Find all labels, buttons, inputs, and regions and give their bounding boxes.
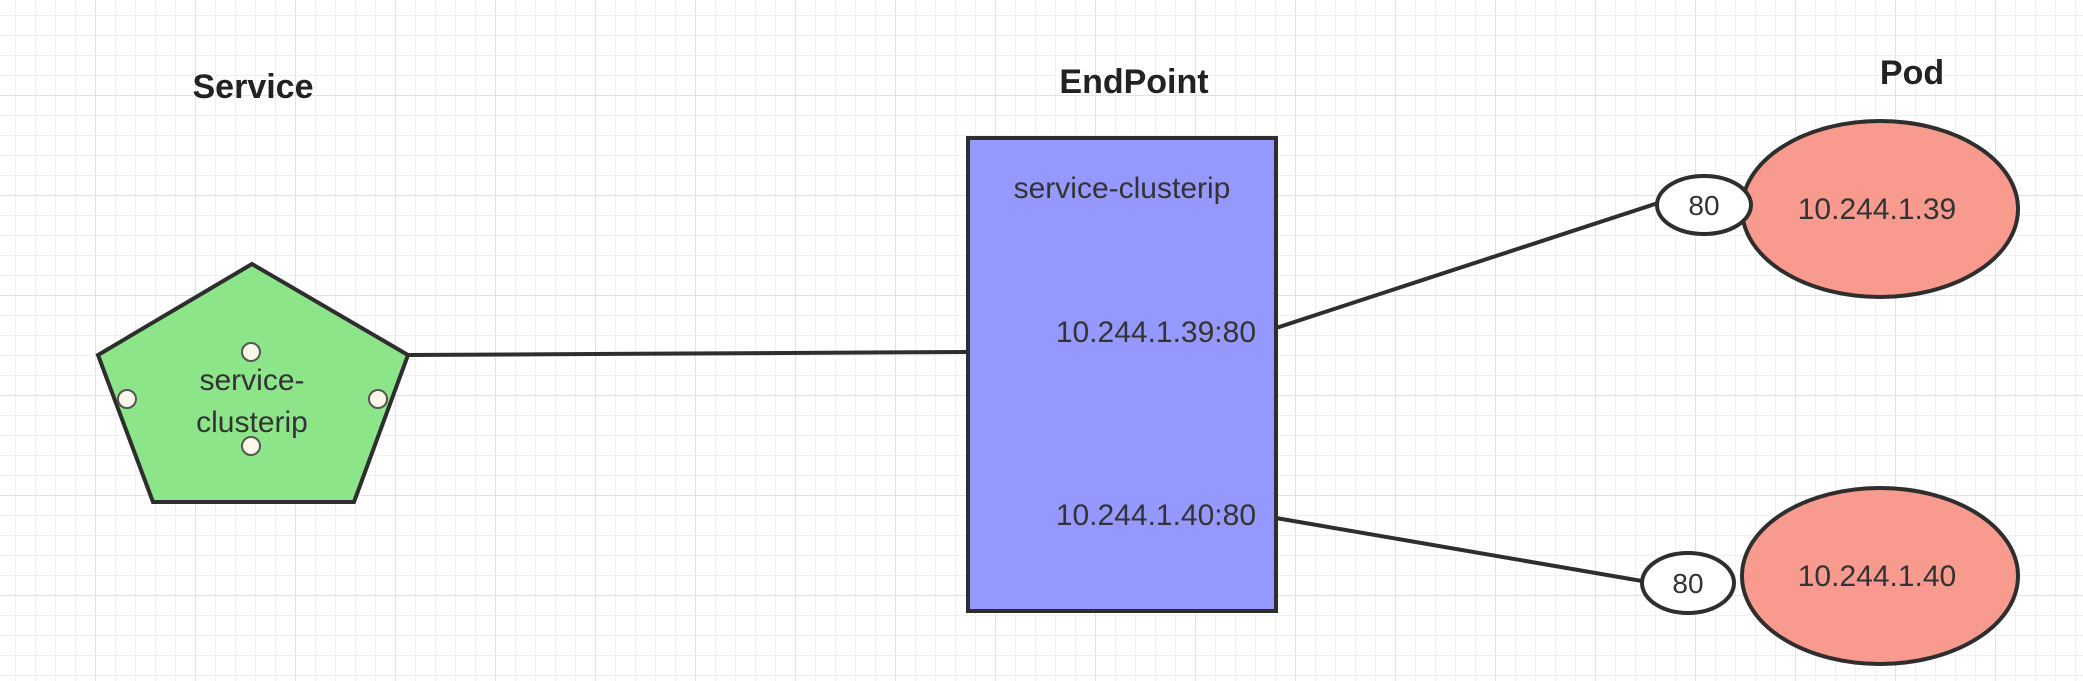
endpoint-entry-1: 10.244.1.39:80 bbox=[1056, 316, 1256, 349]
endpoint-title: service-clusterip bbox=[1014, 172, 1231, 205]
heading-endpoint: EndPoint bbox=[1059, 63, 1208, 101]
pod-port-1[interactable] bbox=[1655, 174, 1753, 236]
pod-ip-1: 10.244.1.39 bbox=[1798, 193, 1956, 226]
service-label-line2: clusterip bbox=[196, 406, 308, 439]
pod-ellipse-2 bbox=[1740, 486, 2020, 666]
pod-node-2[interactable]: 10.244.1.40 80 bbox=[1640, 486, 2020, 666]
pod-port-label-1: 80 bbox=[1688, 190, 1719, 221]
connection-handle-left[interactable] bbox=[117, 389, 137, 409]
pod-node-1[interactable]: 10.244.1.39 80 bbox=[1655, 119, 2020, 299]
connector-service-endpoint bbox=[407, 350, 969, 357]
service-label-line1: service- bbox=[199, 364, 304, 397]
pod-port-label-2: 80 bbox=[1672, 568, 1703, 599]
pod-ip-2: 10.244.1.40 bbox=[1798, 560, 1956, 593]
pentagon-shape bbox=[95, 261, 411, 504]
heading-service: Service bbox=[193, 68, 314, 106]
connector-endpoint-pod-1 bbox=[1275, 201, 1659, 330]
connection-handle-right[interactable] bbox=[368, 389, 388, 409]
connection-handle-top[interactable] bbox=[241, 342, 261, 362]
pod-port-2[interactable] bbox=[1640, 551, 1736, 615]
endpoint-box bbox=[966, 136, 1278, 613]
endpoint-entry-2: 10.244.1.40:80 bbox=[1056, 499, 1256, 532]
endpoint-node[interactable]: service-clusterip 10.244.1.39:80 10.244.… bbox=[966, 136, 1278, 613]
service-node[interactable]: service- clusterip bbox=[95, 261, 411, 504]
heading-pod: Pod bbox=[1880, 54, 1944, 92]
connection-handle-bottom[interactable] bbox=[241, 436, 261, 456]
connector-endpoint-pod-2 bbox=[1275, 516, 1643, 583]
